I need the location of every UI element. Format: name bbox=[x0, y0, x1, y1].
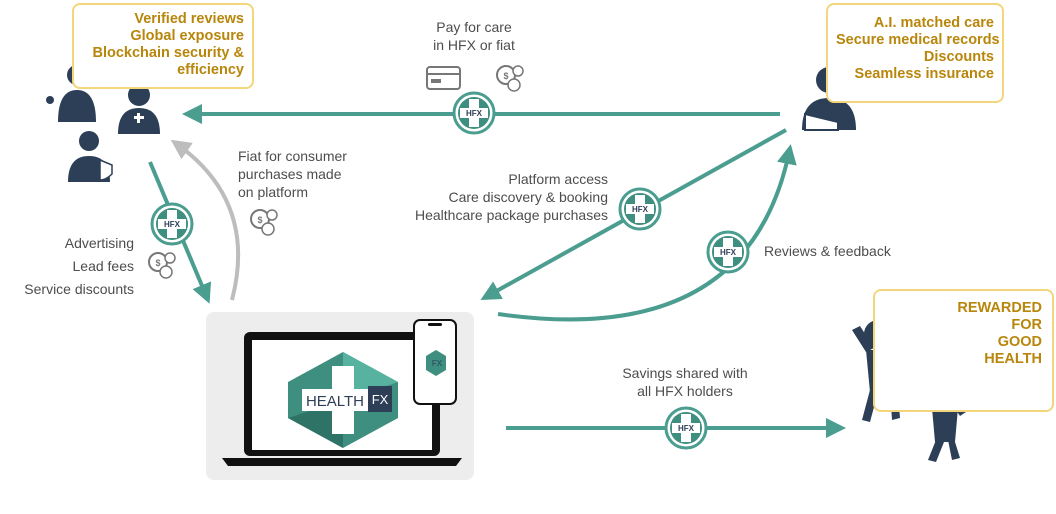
svg-text:HFX: HFX bbox=[720, 248, 737, 257]
provider-benefits-box: Verified reviews Global exposure Blockch… bbox=[72, 3, 254, 89]
consumer-benefits-box: A.I. matched care Secure medical records… bbox=[826, 3, 1004, 103]
coins-icon: $ bbox=[496, 65, 524, 92]
pay-for-care-label: Pay for care in HFX or fiat bbox=[433, 19, 515, 53]
provider-group-icon bbox=[46, 65, 160, 182]
platform-access-label: Platform access Care discovery & booking… bbox=[414, 171, 608, 223]
svg-text:HFX: HFX bbox=[632, 205, 649, 214]
benefit-item: Blockchain security & bbox=[92, 45, 245, 61]
coins-icon: $ bbox=[148, 252, 176, 279]
fiat-purchases-label: Fiat for consumer purchases made on plat… bbox=[238, 148, 347, 200]
svg-text:HFX: HFX bbox=[164, 220, 181, 229]
rewarded-line: GOOD bbox=[997, 334, 1042, 350]
svg-text:HFX: HFX bbox=[678, 424, 695, 433]
benefit-item: Seamless insurance bbox=[854, 66, 994, 82]
svg-text:$: $ bbox=[155, 258, 160, 268]
arrow-platform-to-provider bbox=[170, 139, 241, 301]
svg-text:FX: FX bbox=[432, 359, 443, 368]
rewarded-box: REWARDED FOR GOOD HEALTH bbox=[873, 289, 1054, 412]
benefit-item: efficiency bbox=[177, 62, 244, 78]
hfx-token: HFX bbox=[664, 406, 708, 450]
card-icon bbox=[426, 66, 461, 90]
logo-suffix-text: FX bbox=[372, 392, 389, 407]
benefit-item: Global exposure bbox=[130, 28, 244, 44]
hfx-token: HFX bbox=[706, 230, 750, 274]
benefit-item: Secure medical records bbox=[836, 32, 1000, 48]
hfx-token: HFX bbox=[452, 91, 496, 135]
provider-revenue-label: Advertising Lead fees Service discounts bbox=[24, 235, 134, 297]
phone-icon: FX bbox=[413, 319, 457, 405]
patient-icon bbox=[802, 67, 856, 131]
logo-main-text: HEALTH bbox=[306, 393, 364, 410]
svg-text:$: $ bbox=[503, 71, 508, 81]
coins-icon: $ bbox=[250, 209, 278, 236]
benefit-item: Verified reviews bbox=[134, 11, 244, 27]
healthfx-logo: HEALTH FX bbox=[288, 352, 398, 448]
rewarded-line: FOR bbox=[1011, 317, 1042, 333]
hfx-token: HFX bbox=[618, 187, 662, 231]
rewarded-line: HEALTH bbox=[984, 351, 1042, 367]
hfx-token: HFX bbox=[150, 202, 194, 246]
savings-shared-label: Savings shared with all HFX holders bbox=[622, 365, 748, 399]
svg-text:HFX: HFX bbox=[466, 109, 483, 118]
svg-text:$: $ bbox=[257, 215, 262, 225]
reviews-feedback-label: Reviews & feedback bbox=[764, 243, 891, 259]
rewarded-line: REWARDED bbox=[957, 300, 1042, 316]
benefit-item: Discounts bbox=[923, 49, 994, 65]
arrow-platform-to-consumer bbox=[497, 144, 797, 322]
benefit-item: A.I. matched care bbox=[873, 15, 994, 31]
